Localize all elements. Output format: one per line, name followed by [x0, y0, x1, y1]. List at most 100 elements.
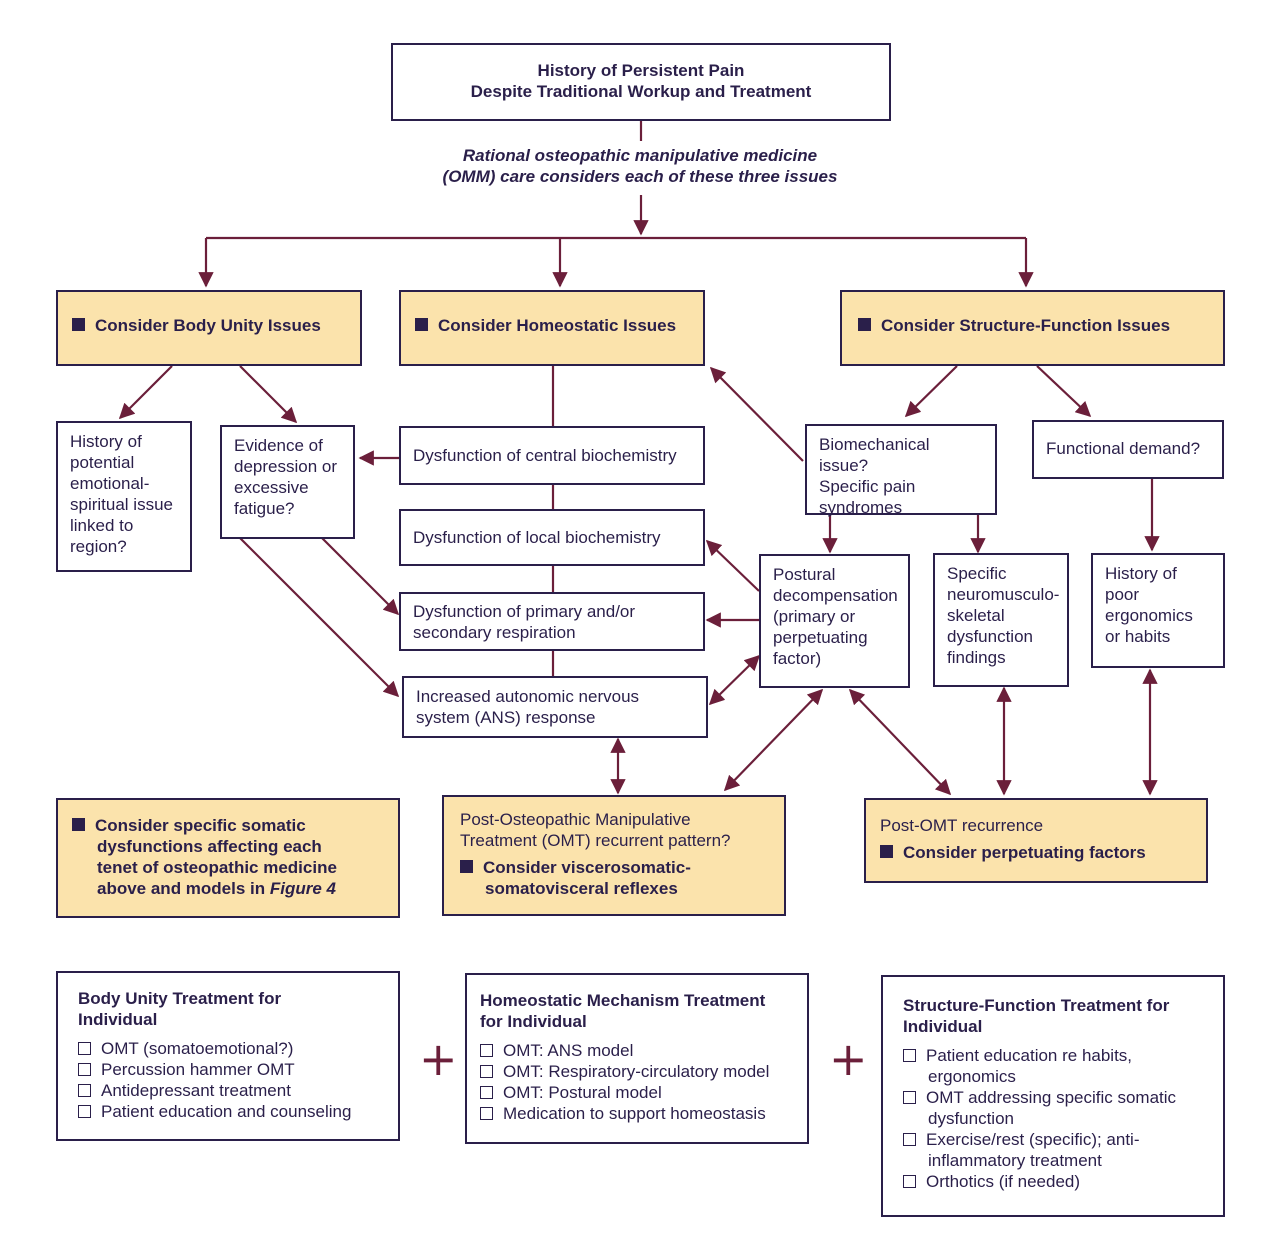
- sf-treatment-title-line: Structure-Function Treatment for: [903, 996, 1170, 1015]
- bu-treatment-title-line: Body Unity Treatment for: [78, 989, 282, 1008]
- checkbox-icon: [480, 1044, 493, 1057]
- ho-treatment-title-line: Homeostatic Mechanism Treatment: [480, 991, 766, 1010]
- arrow-postural-ans: [708, 654, 761, 706]
- emotional-spiritual-history-box: History of potential emotional- spiritua…: [56, 421, 192, 572]
- specific-line: Specific: [947, 564, 1007, 583]
- postural-line: decompensation: [773, 586, 898, 605]
- checkbox-icon: [480, 1065, 493, 1078]
- perpetuating-factors: Consider perpetuating factors: [880, 842, 1192, 863]
- arrow-bu-evidence: [239, 365, 298, 424]
- arrow-sf-biomech: [904, 365, 958, 418]
- checkbox-icon: [903, 1049, 916, 1062]
- viscerosomatic-text: Consider viscerosomatic-somatovisceral r…: [460, 857, 768, 899]
- postural-line: (primary or: [773, 607, 856, 626]
- figure-reference: Figure 4: [269, 879, 336, 898]
- specific-line: dysfunction: [947, 627, 1033, 646]
- bu-item-label: OMT (somatoemotional?): [101, 1039, 294, 1058]
- bu-treatment-item: OMT (somatoemotional?): [78, 1038, 378, 1059]
- ho-item-label: OMT: Postural model: [503, 1083, 662, 1102]
- square-bullet-icon: [72, 318, 85, 331]
- evidence-line: excessive: [234, 478, 309, 497]
- bu-item-label: Percussion hammer OMT: [101, 1060, 295, 1079]
- bu-treatment-item: Percussion hammer OMT: [78, 1059, 378, 1080]
- sf-treatment-item: Orthotics (if needed): [903, 1171, 1203, 1192]
- poor-ergonomics-box: History of poor ergonomics or habits: [1091, 553, 1225, 668]
- history-line: linked to: [70, 516, 134, 535]
- intro-line1: Rational osteopathic manipulative medici…: [462, 146, 818, 165]
- checkbox-icon: [480, 1107, 493, 1120]
- persistent-pain-box: History of Persistent Pain Despite Tradi…: [391, 43, 891, 121]
- structure-function-treatment-box: Structure-Function Treatment for Individ…: [881, 975, 1225, 1217]
- postural-line: perpetuating: [773, 628, 868, 647]
- arrow-evidence-to-ans: [239, 537, 400, 698]
- checkbox-icon: [480, 1086, 493, 1099]
- ans-line: system (ANS) response: [416, 708, 596, 727]
- somatic-line3: tenet of osteopathic medicine: [97, 858, 337, 877]
- structure-function-issues-box: Consider Structure-Function Issues: [840, 290, 1225, 366]
- intro-line2: (OMM) care considers each of these three…: [442, 167, 838, 186]
- arrow-postural-recurrence: [848, 688, 952, 796]
- sf-item-line: ergonomics: [928, 1067, 1016, 1086]
- history-line: emotional-: [70, 474, 150, 493]
- bu-treatment-item: Antidepressant treatment: [78, 1080, 378, 1101]
- checkbox-icon: [78, 1084, 91, 1097]
- evidence-line: fatigue?: [234, 499, 295, 518]
- homeostatic-issues-label: Consider Homeostatic Issues: [438, 316, 677, 335]
- functional-demand-label: Functional demand?: [1046, 439, 1201, 458]
- evidence-line: Evidence of: [234, 436, 323, 455]
- viscero-line2: somatovisceral reflexes: [485, 879, 678, 898]
- depression-fatigue-box: Evidence of depression or excessive fati…: [220, 425, 355, 539]
- somatic-line1: Consider specific somatic: [95, 816, 306, 835]
- post-omt-recurrence-box: Post-OMT recurrence Consider perpetuatin…: [864, 798, 1208, 883]
- perpetuating-label: Consider perpetuating factors: [903, 843, 1146, 862]
- square-bullet-icon: [415, 318, 428, 331]
- square-bullet-icon: [460, 860, 473, 873]
- intro-text: Rational osteopathic manipulative medici…: [380, 145, 900, 187]
- biomech-line: syndromes: [819, 498, 903, 517]
- biomechanical-issue-box: Biomechanical issue? Specific pain syndr…: [805, 424, 997, 517]
- plus-icon: +: [419, 1032, 458, 1086]
- ergonomics-line: History of: [1105, 564, 1177, 583]
- arrow-biomech-to-homeostatic: [709, 366, 804, 462]
- bu-item-label: Patient education and counseling: [101, 1102, 352, 1121]
- ergonomics-line: ergonomics: [1105, 606, 1193, 625]
- somatic-line2: dysfunctions affecting each: [97, 837, 322, 856]
- checkbox-icon: [903, 1091, 916, 1104]
- square-bullet-icon: [858, 318, 871, 331]
- body-unity-treatment-box: Body Unity Treatment for Individual OMT …: [56, 971, 400, 1141]
- ho-item-label: Medication to support homeostasis: [503, 1104, 766, 1123]
- sf-item-line: Exercise/rest (specific); anti-: [926, 1130, 1140, 1149]
- bu-item-label: Antidepressant treatment: [101, 1081, 291, 1100]
- top-title-line2: Despite Traditional Workup and Treatment: [470, 82, 812, 101]
- arrow-bu-history: [118, 365, 173, 420]
- somatic-dysfunctions-text: Consider specific somatic dysfunctions af…: [72, 815, 384, 899]
- arrow-sf-functional: [1036, 365, 1092, 418]
- homeostatic-treatment-box: Homeostatic Mechanism Treatment for Indi…: [465, 973, 809, 1144]
- ans-response-box: Increased autonomic nervous system (ANS)…: [402, 676, 708, 738]
- history-line: region?: [70, 537, 127, 556]
- respiration-box: Dysfunction of primary and/or secondary …: [399, 592, 705, 651]
- sf-item-line: OMT addressing specific somatic: [926, 1088, 1177, 1107]
- postural-line: factor): [773, 649, 822, 668]
- ho-treatment-item: OMT: Postural model: [480, 1082, 794, 1103]
- specific-line: findings: [947, 648, 1006, 667]
- arrow-evidence-to-respiration: [321, 537, 400, 616]
- respiration-line: Dysfunction of primary and/or: [413, 602, 636, 621]
- postural-decompensation-box: Postural decompensation (primary or perp…: [759, 554, 910, 688]
- postural-line: Postural: [773, 565, 836, 584]
- history-line: potential: [70, 453, 135, 472]
- local-biochemistry-label: Dysfunction of local biochemistry: [413, 528, 661, 547]
- arrow-postural-local: [705, 539, 760, 592]
- ho-item-label: OMT: Respiratory-circulatory model: [503, 1062, 770, 1081]
- sf-treatment-title-line: Individual: [903, 1017, 983, 1036]
- central-biochemistry-box: Dysfunction of central biochemistry: [399, 426, 705, 485]
- bu-treatment-title-line: Individual: [78, 1010, 158, 1029]
- respiration-line: secondary respiration: [413, 623, 576, 642]
- ho-treatment-title-line: for Individual: [480, 1012, 587, 1031]
- ergonomics-line: poor: [1105, 585, 1140, 604]
- ho-treatment-item: OMT: Respiratory-circulatory model: [480, 1061, 794, 1082]
- sf-treatment-item: Exercise/rest (specific); anti-inflammat…: [903, 1129, 1203, 1171]
- arrow-postural-postomt: [723, 688, 824, 792]
